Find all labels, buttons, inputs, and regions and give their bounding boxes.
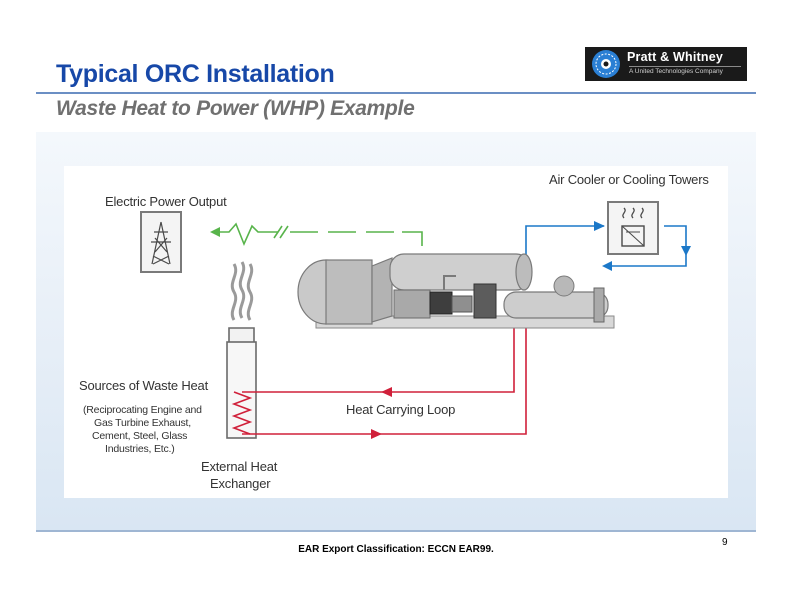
logo-tagline: A United Technologies Company: [629, 68, 723, 75]
export-classification-footer: EAR Export Classification: ECCN EAR99.: [298, 544, 494, 555]
turbine-logo-icon: [592, 50, 620, 78]
heat-waves-icon: [230, 261, 254, 321]
logo-divider: [629, 66, 741, 67]
label-sources-detail-4: Industries, Etc.): [105, 443, 175, 455]
exhaust-stack: [226, 327, 257, 439]
page-number: 9: [722, 537, 728, 548]
label-heat-loop: Heat Carrying Loop: [346, 402, 456, 417]
slide-subtitle: Waste Heat to Power (WHP) Example: [56, 97, 415, 120]
title-rule: [36, 92, 756, 94]
heat-loop: [242, 326, 527, 439]
cooling-loop: [525, 221, 691, 271]
label-sources-detail-3: Cement, Steel, Glass: [92, 430, 188, 442]
company-logo: Pratt & Whitney A United Technologies Co…: [585, 47, 747, 81]
label-air-cooler: Air Cooler or Cooling Towers: [549, 172, 709, 187]
label-electric-power-output: Electric Power Output: [105, 194, 227, 209]
logo-name: Pratt & Whitney: [627, 50, 724, 64]
power-output-line: [210, 222, 423, 247]
power-tower-icon: [140, 211, 182, 273]
label-sources-detail-2: Gas Turbine Exhaust,: [94, 417, 191, 429]
orc-diagram: Electric Power Output Air Cooler or Cool…: [64, 166, 728, 498]
cooling-tower-icon: [607, 201, 659, 255]
label-exchanger-line-2: Exchanger: [210, 476, 271, 491]
exchanger-coil-icon: [231, 391, 253, 435]
orc-machine-icon: [297, 253, 615, 329]
slide-title: Typical ORC Installation: [56, 60, 335, 88]
label-exchanger-line-1: External Heat: [201, 459, 278, 474]
label-sources-title: Sources of Waste Heat: [79, 378, 208, 393]
label-sources-detail-1: (Reciprocating Engine and: [83, 404, 202, 416]
